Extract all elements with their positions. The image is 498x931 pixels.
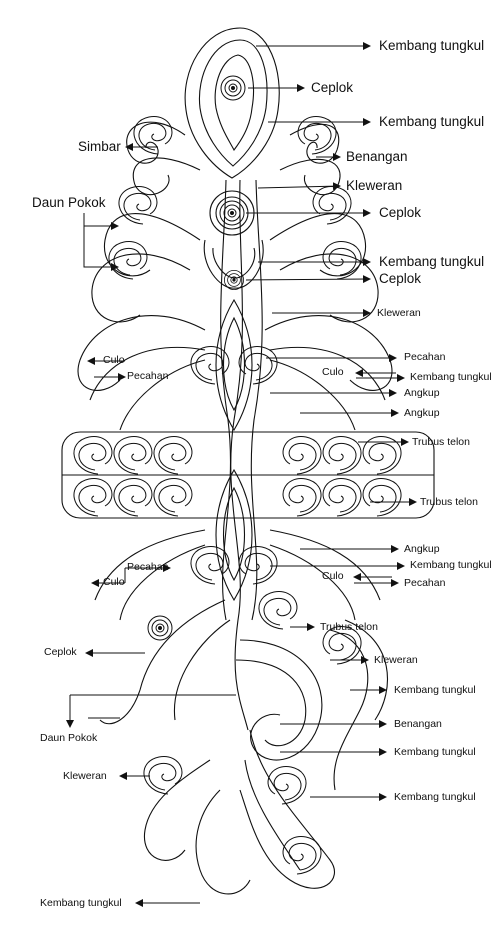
label-benangan-lower: Benangan: [394, 719, 442, 730]
label-culo-lower-left: Culo: [103, 577, 125, 588]
label-kembang-tungkul-5: Kembang tungkul: [410, 560, 492, 571]
label-kembang-tungkul-bottom: Kembang tungkul: [40, 898, 122, 909]
label-culo-upper-left: Culo: [103, 355, 125, 366]
label-kleweran-right: Kleweran: [374, 655, 418, 666]
label-trubus-telon-1: Trubus telon: [412, 437, 470, 448]
label-daun-pokok-top: Daun Pokok: [32, 196, 106, 210]
label-kembang-tungkul-top: Kembang tungkul: [379, 39, 484, 53]
label-pecahan-lower-left: Pecahan: [127, 562, 168, 573]
label-ceplok-mid: Ceplok: [379, 206, 421, 220]
label-ceplok-lower: Ceplok: [379, 272, 421, 286]
label-angkup-2: Angkup: [404, 408, 440, 419]
label-kembang-tungkul-4: Kembang tungkul: [410, 372, 492, 383]
label-pecahan-upper-right: Pecahan: [404, 352, 445, 363]
ceplok-flowers: [148, 76, 245, 640]
label-kembang-tungkul-6: Kembang tungkul: [394, 685, 476, 696]
label-pecahan-lower-right: Pecahan: [404, 578, 445, 589]
label-angkup-3: Angkup: [404, 544, 440, 555]
label-kembang-tungkul-7: Kembang tungkul: [394, 747, 476, 758]
label-kembang-tungkul-8: Kembang tungkul: [394, 792, 476, 803]
label-trubus-telon-2: Trubus telon: [420, 497, 478, 508]
label-ceplok-left: Ceplok: [44, 647, 77, 658]
label-kleweran-left: Kleweran: [63, 771, 107, 782]
label-ceplok-top: Ceplok: [311, 81, 353, 95]
label-simbar: Simbar: [78, 140, 121, 154]
label-benangan-top: Benangan: [346, 150, 408, 164]
label-trubus-telon-3: Trubus telon: [320, 622, 378, 633]
label-culo-lower-right: Culo: [322, 571, 344, 582]
label-kleweran-mid: Kleweran: [377, 308, 421, 319]
label-kembang-tungkul-2: Kembang tungkul: [379, 115, 484, 129]
label-daun-pokok-lower: Daun Pokok: [40, 733, 97, 744]
label-kleweran-top: Kleweran: [346, 179, 402, 193]
label-pecahan-upper-left: Pecahan: [127, 371, 168, 382]
label-angkup-1: Angkup: [404, 388, 440, 399]
label-culo-upper-right: Culo: [322, 367, 344, 378]
label-kembang-tungkul-3: Kembang tungkul: [379, 255, 484, 269]
